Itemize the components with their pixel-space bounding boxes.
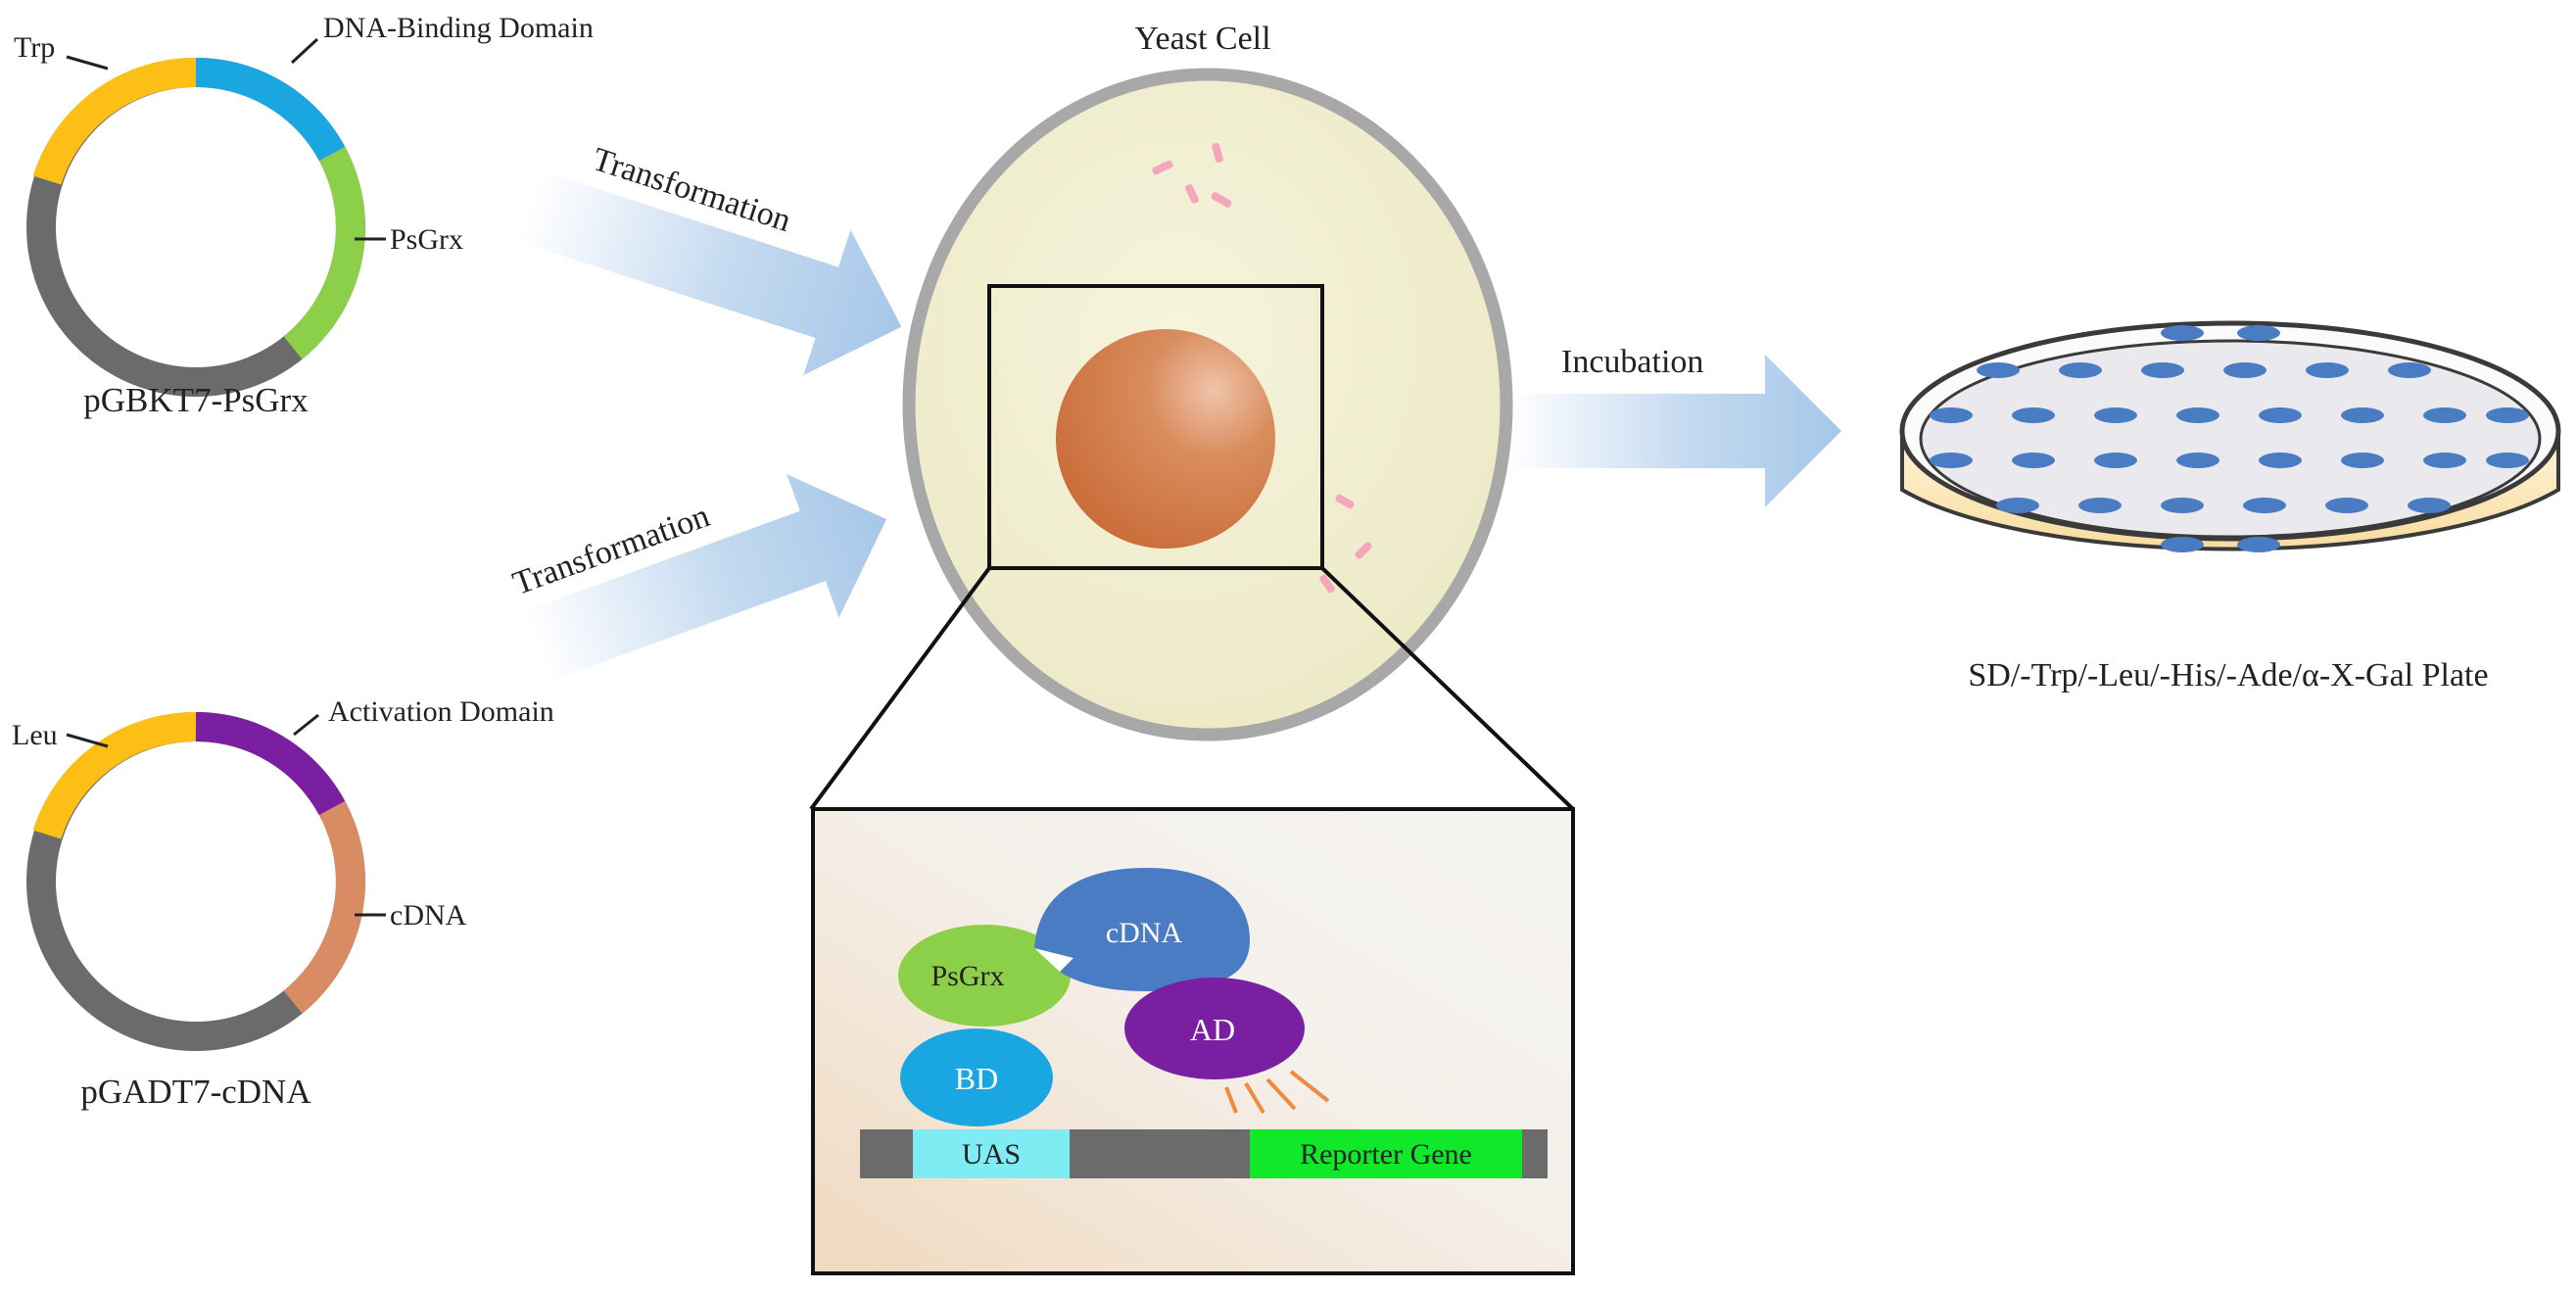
plasmid-bd-label-psgrx: PsGrx (390, 223, 463, 256)
zoom-line-left (809, 566, 991, 811)
colony (2388, 362, 2431, 378)
colony (2486, 407, 2529, 423)
colony (2306, 362, 2349, 378)
leu-leader-line (66, 733, 109, 748)
granule (1211, 192, 1232, 208)
arrow-top-shape (517, 169, 902, 376)
ad-label: AD (1190, 1012, 1235, 1047)
colony (2094, 453, 2137, 468)
incubation-label: Incubation (1561, 344, 1703, 380)
ad-leader-line (293, 713, 319, 737)
plasmid-bd-label-dbd: DNA-Binding Domain (323, 12, 594, 44)
signal-line (1224, 1086, 1238, 1114)
plasmid-bd-trp-segment (32, 57, 197, 185)
plasmid-ad-activation-segment (195, 712, 346, 816)
colony (1930, 453, 1973, 468)
colony (2176, 453, 2219, 468)
plasmid-ad-label-ad: Activation Domain (328, 695, 554, 728)
granule (1335, 494, 1355, 509)
incubation-arrow: Incubation (1508, 344, 1841, 507)
colonies (1930, 325, 2529, 552)
selection-plate: SD/-Trp/-Leu/-His/-Ade/α-X-Gal Plate (1899, 320, 2561, 693)
colony (2094, 407, 2137, 423)
bd-label: BD (955, 1061, 998, 1096)
psgrx-protein (898, 925, 1071, 1027)
cdna-label: cDNA (1106, 917, 1183, 949)
zoom-panel: UAS Reporter Gene BD PsGrx cDNA AD (811, 807, 1575, 1275)
colony (2423, 407, 2466, 423)
trp-leader-line (66, 55, 109, 71)
transformation-arrow-top: Transformation (517, 141, 902, 376)
cdna-protein (1034, 868, 1250, 991)
colony (2161, 498, 2204, 513)
signal-line (1265, 1077, 1297, 1111)
colony (2237, 325, 2280, 341)
signal-line (1289, 1070, 1330, 1103)
plate-label: SD/-Trp/-Leu/-His/-Ade/α-X-Gal Plate (1968, 657, 2488, 693)
plasmid-ad-label-cdna: cDNA (390, 899, 467, 932)
colony (2408, 498, 2451, 513)
nucleus (1056, 329, 1275, 549)
bd-protein (900, 1028, 1053, 1126)
colony (2161, 325, 2204, 341)
activation-signal (1224, 1070, 1330, 1115)
psgrx-label: PsGrx (930, 960, 1004, 992)
yeast-cell-label: Yeast Cell (1134, 21, 1270, 57)
colony (2176, 407, 2219, 423)
dbd-leader-line (290, 37, 319, 65)
plasmid-ad-leu-segment (32, 711, 197, 839)
cdna-notch (1034, 948, 1073, 972)
plasmid-bd-name: pGBKT7-PsGrx (83, 381, 309, 419)
arrow-bottom-shape (524, 474, 887, 682)
colony (1996, 498, 2039, 513)
plasmid-ad-cdna-segment (283, 800, 365, 1014)
colony (2423, 453, 2466, 468)
colony (2237, 537, 2280, 552)
colony (2325, 498, 2368, 513)
granule (1152, 160, 1173, 175)
colony (2141, 362, 2184, 378)
colony (2223, 362, 2266, 378)
colony (2341, 407, 2384, 423)
plate-agar (1919, 339, 2542, 539)
plasmid-bd-psgrx-segment (283, 146, 365, 359)
plasmid-bd-dna-binding-segment (195, 58, 346, 162)
plasmid-bd-label-trp: Trp (14, 31, 55, 64)
incubation-arrow-shape (1508, 355, 1841, 507)
signal-line (1244, 1081, 1265, 1115)
uas-box (913, 1129, 1070, 1178)
transformation-arrow-bottom: Transformation (508, 474, 887, 682)
colony (2486, 453, 2529, 468)
uas-label: UAS (962, 1138, 1021, 1171)
colony (2341, 453, 2384, 468)
plasmid-ad-name: pGADT7-cDNA (80, 1073, 311, 1111)
plasmid-ad-label-leu: Leu (12, 719, 58, 751)
zoom-frame (987, 284, 1324, 570)
granule (1212, 142, 1223, 164)
granule (1185, 184, 1199, 204)
granule (1355, 542, 1372, 559)
reporter-gene-label: Reporter Gene (1300, 1138, 1472, 1171)
ad-protein (1124, 978, 1305, 1079)
colony (2012, 407, 2055, 423)
plasmid-ad: Leu Activation Domain cDNA pGADT7-cDNA (12, 695, 554, 1111)
plasmid-bd: Trp DNA-Binding Domain PsGrx pGBKT7-PsGr… (14, 12, 594, 419)
granule (1319, 574, 1335, 594)
colony (2012, 453, 2055, 468)
colony (2078, 498, 2122, 513)
zoom-line-right (1320, 566, 1575, 811)
colony (2243, 498, 2286, 513)
colony (1930, 407, 1973, 423)
colony (2259, 453, 2302, 468)
colony (2161, 537, 2204, 552)
pink-granules (1152, 142, 1372, 594)
colony (2259, 407, 2302, 423)
colony (1977, 362, 2020, 378)
colony (2059, 362, 2102, 378)
yeast-cell: Yeast Cell (902, 21, 1513, 741)
reporter-gene-box (1250, 1129, 1522, 1178)
